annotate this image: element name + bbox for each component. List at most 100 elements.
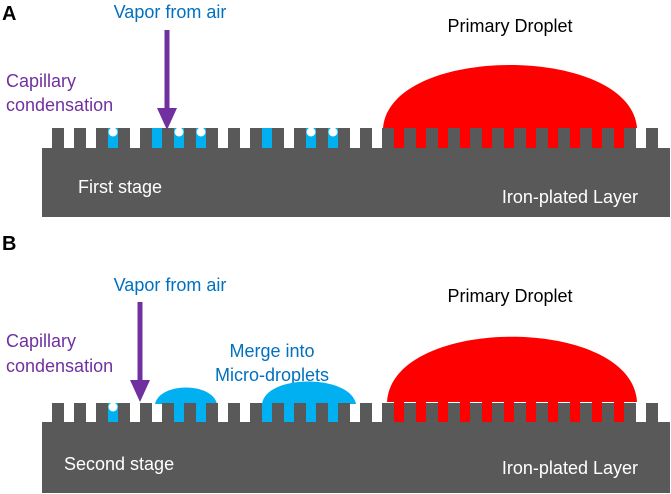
pillar — [360, 403, 372, 423]
pillar — [338, 403, 350, 423]
panel-b-micro-droplet-small — [155, 387, 217, 404]
pillar — [184, 128, 196, 149]
groove-droplet — [504, 401, 514, 422]
pillar — [580, 403, 592, 423]
panel-b-stage-label: Second stage — [64, 454, 174, 474]
pillar — [162, 403, 174, 423]
groove-water — [174, 128, 184, 148]
panel-a-stage-label: First stage — [78, 177, 162, 197]
panel-a-vapor-label: Vapor from air — [114, 2, 227, 22]
pillar — [294, 403, 306, 423]
pillar — [448, 403, 460, 423]
pillar — [272, 128, 284, 149]
groove-water — [262, 403, 272, 422]
panel-a-letter: A — [2, 3, 16, 25]
groove-droplet — [548, 126, 558, 148]
panel-a-primary-droplet-label: Primary Droplet — [447, 16, 572, 36]
pillar — [404, 403, 416, 423]
pillar — [162, 128, 174, 149]
pillar — [184, 403, 196, 423]
pillar — [382, 403, 394, 423]
panel-b-droplet-fill — [394, 401, 624, 422]
groove-water — [306, 403, 316, 422]
pillar — [118, 403, 130, 423]
pillar — [536, 128, 548, 149]
groove-droplet — [460, 401, 470, 422]
pillar — [360, 128, 372, 149]
groove-droplet — [394, 401, 404, 422]
panel-a-condensate-beads — [108, 127, 338, 137]
pillar — [52, 128, 64, 149]
groove-droplet — [614, 126, 624, 148]
panel-b-capillary-label-line1: Capillary — [6, 331, 76, 351]
pillar — [470, 403, 482, 423]
groove-droplet — [482, 126, 492, 148]
groove-water — [262, 128, 272, 148]
panel-a-layer-label: Iron-plated Layer — [502, 187, 638, 207]
pillar — [206, 403, 218, 423]
groove-droplet — [438, 126, 448, 148]
pillar — [96, 128, 108, 149]
pillar — [272, 403, 284, 423]
groove-water — [306, 128, 316, 148]
panel-a-droplet-fill — [394, 126, 624, 148]
pillar — [250, 128, 262, 149]
panel-b-pillars — [52, 403, 658, 423]
panel-b-condensed-water — [108, 403, 338, 422]
groove-droplet — [614, 401, 624, 422]
groove-droplet — [548, 401, 558, 422]
panel-b-capillary-label-line2: condensation — [6, 356, 113, 376]
condensate-bead — [328, 127, 338, 137]
pillar — [426, 128, 438, 149]
panel-a-vapor-arrowhead — [157, 108, 177, 130]
pillar — [74, 128, 86, 149]
groove-water — [108, 128, 118, 148]
groove-droplet — [482, 401, 492, 422]
panel-b-merge-label-line2: Micro-droplets — [215, 365, 329, 385]
groove-droplet — [570, 126, 580, 148]
panel-b-vapor-label: Vapor from air — [114, 275, 227, 295]
panel-b: B Vapor from air Capillary condensation … — [2, 233, 670, 493]
pillar — [74, 403, 86, 423]
pillar — [382, 128, 394, 149]
pillar — [514, 403, 526, 423]
pillar — [624, 403, 636, 423]
pillar — [228, 403, 240, 423]
pillar — [558, 403, 570, 423]
groove-droplet — [416, 126, 426, 148]
condensate-bead — [108, 402, 118, 412]
groove-water — [284, 403, 294, 422]
groove-water — [328, 403, 338, 422]
pillar — [426, 403, 438, 423]
groove-droplet — [526, 126, 536, 148]
pillar — [624, 128, 636, 149]
condensate-bead — [196, 127, 206, 137]
groove-droplet — [394, 126, 404, 148]
pillar — [536, 403, 548, 423]
panel-b-merge-label-line1: Merge into — [229, 341, 314, 361]
pillar — [580, 128, 592, 149]
pillar — [514, 128, 526, 149]
pillar — [646, 403, 658, 423]
pillar — [118, 128, 130, 149]
panel-a: A Vapor from air Capillary condensation … — [2, 2, 670, 217]
groove-droplet — [570, 401, 580, 422]
pillar — [316, 128, 328, 149]
panel-a-capillary-label-line2: condensation — [6, 95, 113, 115]
groove-water — [328, 128, 338, 148]
pillar — [602, 128, 614, 149]
pillar — [602, 403, 614, 423]
groove-droplet — [416, 401, 426, 422]
condensate-bead — [306, 127, 316, 137]
panel-b-letter: B — [2, 233, 16, 255]
pillar — [140, 128, 152, 149]
pillar — [448, 128, 460, 149]
groove-droplet — [592, 126, 602, 148]
pillar — [206, 128, 218, 149]
groove-water — [196, 128, 206, 148]
pillar — [294, 128, 306, 149]
pillar — [404, 128, 416, 149]
panel-b-layer-label: Iron-plated Layer — [502, 458, 638, 478]
groove-droplet — [504, 126, 514, 148]
